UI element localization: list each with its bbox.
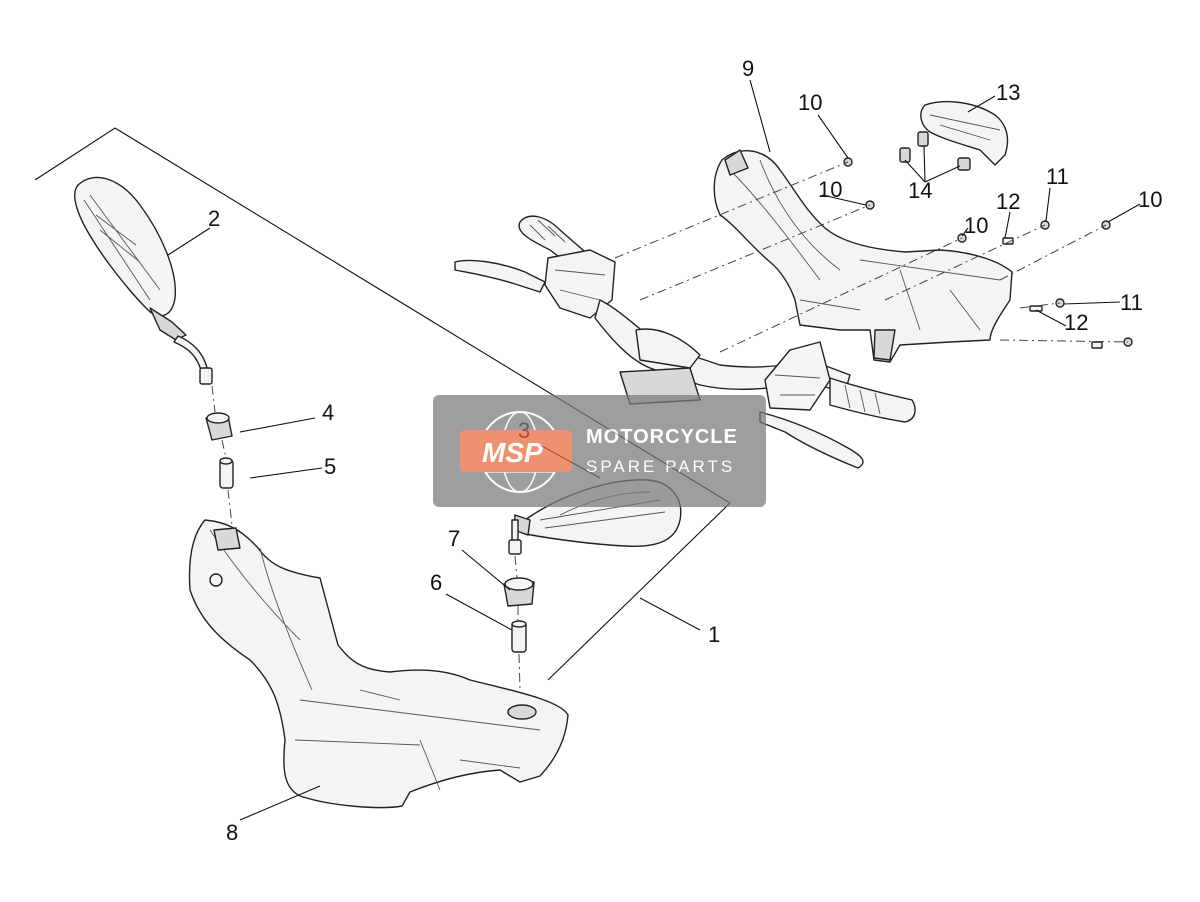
kit-frame <box>34 127 731 681</box>
clips[interactable] <box>899 131 971 171</box>
callout-10-a: 10 <box>798 90 822 115</box>
callout-11-a: 11 <box>1046 164 1069 189</box>
upper-cover-panel[interactable] <box>920 100 1009 166</box>
callout-5: 5 <box>324 454 336 479</box>
watermark: MSP MOTORCYCLE SPARE PARTS <box>433 395 766 507</box>
callout-1: 1 <box>708 622 720 647</box>
leader-lines <box>167 79 1141 821</box>
rear-handlebar-cover[interactable] <box>713 149 1013 363</box>
handlebar-assembly[interactable] <box>454 215 916 469</box>
callout-12-b: 12 <box>1064 310 1088 335</box>
left-mirror[interactable] <box>73 176 213 385</box>
callout-13: 13 <box>996 80 1020 105</box>
left-mirror-adapter[interactable] <box>205 412 233 441</box>
callout-11-b: 11 <box>1120 290 1143 315</box>
callout-9: 9 <box>742 56 754 81</box>
left-mirror-stud[interactable] <box>219 457 234 489</box>
callout-4: 4 <box>322 400 334 425</box>
watermark-line-1: MOTORCYCLE <box>586 426 738 448</box>
callout-6: 6 <box>430 570 442 595</box>
callout-12-a: 12 <box>996 189 1020 214</box>
callout-10-d: 10 <box>1138 187 1162 212</box>
callout-8: 8 <box>226 820 238 845</box>
callout-10-b: 10 <box>818 177 842 202</box>
callout-2: 2 <box>208 206 220 231</box>
front-handlebar-cover[interactable] <box>188 519 569 809</box>
watermark-line-2: SPARE PARTS <box>586 457 735 476</box>
callout-14: 14 <box>908 178 932 203</box>
watermark-badge: MSP <box>482 437 543 468</box>
callout-7: 7 <box>448 526 460 551</box>
callout-10-c: 10 <box>964 213 988 238</box>
right-mirror-stud[interactable] <box>511 620 527 653</box>
right-mirror-adapter[interactable] <box>503 577 535 607</box>
